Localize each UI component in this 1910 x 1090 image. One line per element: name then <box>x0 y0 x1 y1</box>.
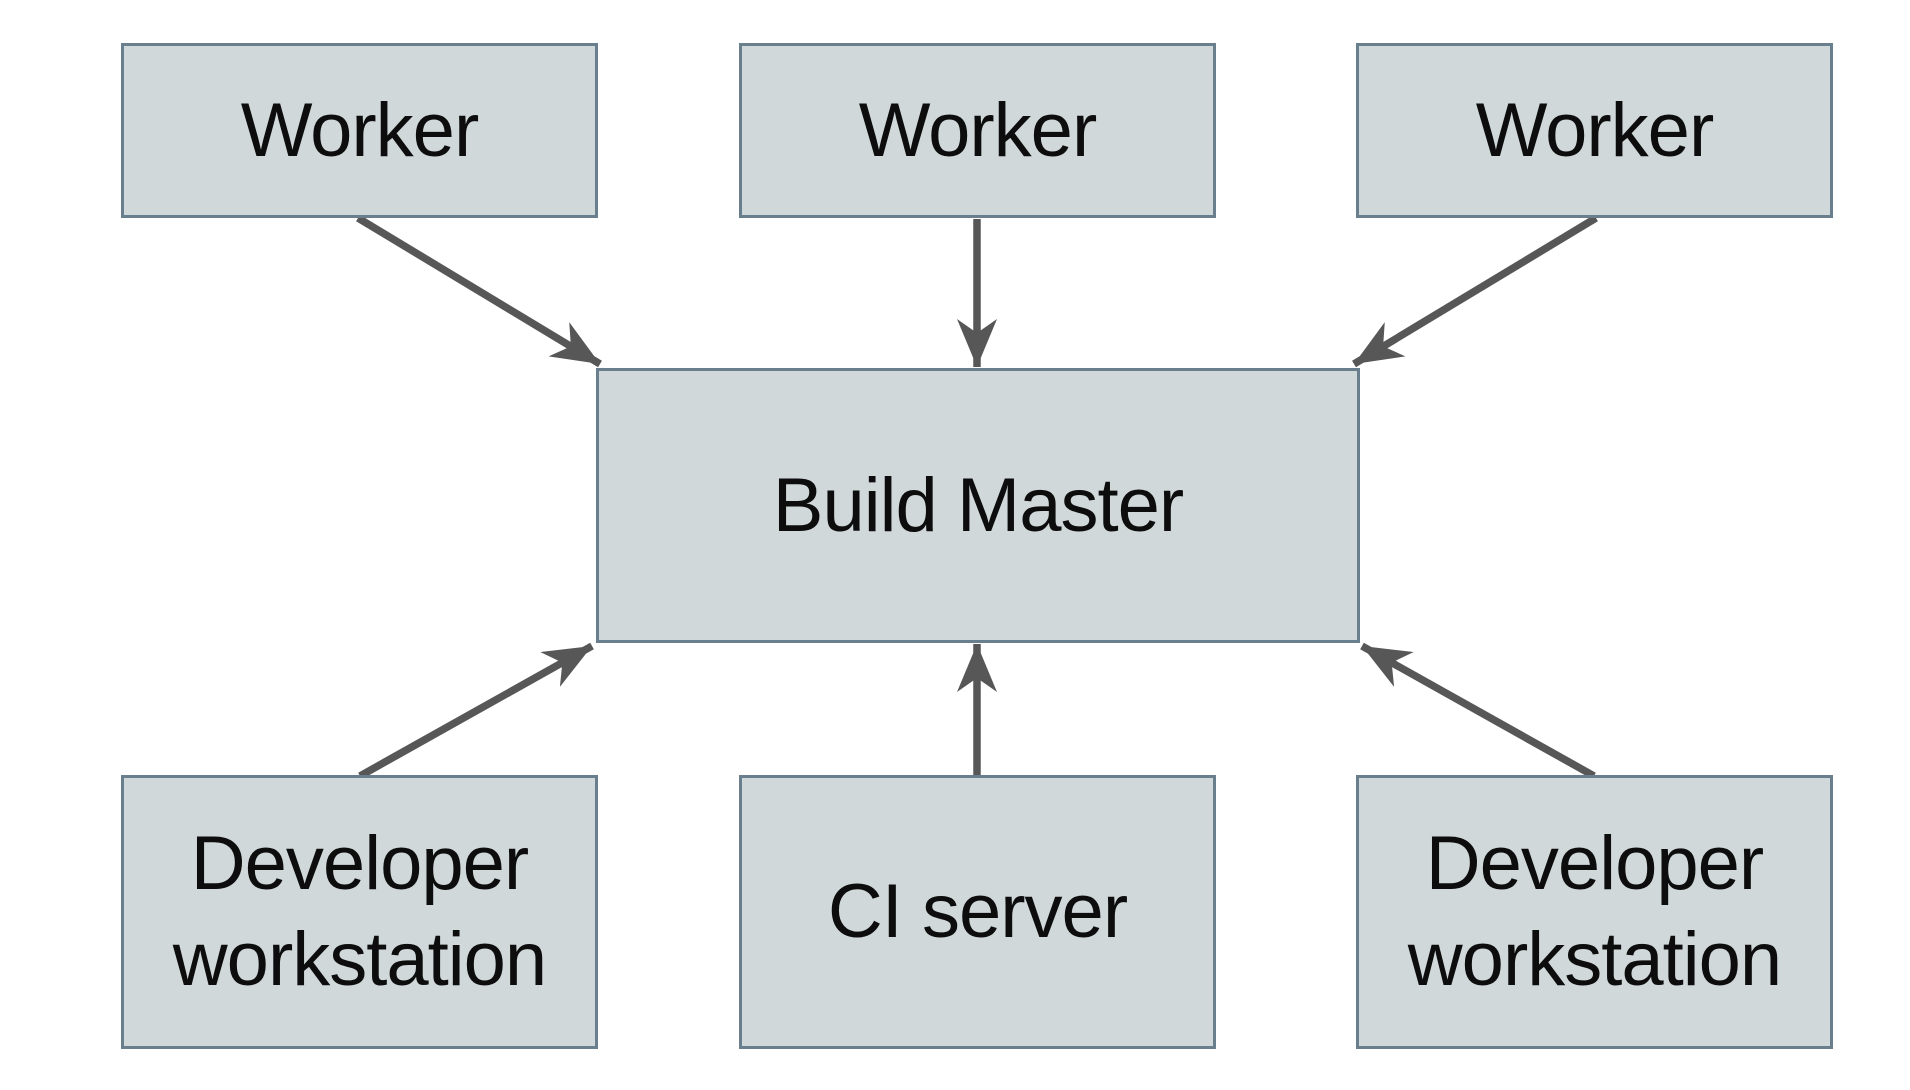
node-developer-workstation-right: Developer workstation <box>1356 775 1833 1049</box>
node-build-master: Build Master <box>596 368 1360 643</box>
arrow-worker3-to-buildmaster <box>1352 214 1598 368</box>
node-developer-workstation-right-label: Developer workstation <box>1407 821 1782 1002</box>
node-developer-workstation-left: Developer workstation <box>121 775 598 1049</box>
node-worker-3-label: Worker <box>1475 87 1715 173</box>
arrow-devright-to-buildmaster <box>1360 642 1596 780</box>
node-build-master-label: Build Master <box>772 462 1184 548</box>
node-worker-1-label: Worker <box>240 87 480 173</box>
node-ci-server-label: CI server <box>827 869 1128 955</box>
node-ci-server: CI server <box>739 775 1216 1049</box>
arrow-worker1-to-buildmaster <box>356 214 602 368</box>
node-worker-3: Worker <box>1356 43 1833 218</box>
arrow-devleft-to-buildmaster <box>358 642 594 780</box>
node-worker-2-label: Worker <box>858 87 1098 173</box>
node-worker-2: Worker <box>739 43 1216 218</box>
node-worker-1: Worker <box>121 43 598 218</box>
node-developer-workstation-left-label: Developer workstation <box>172 821 547 1002</box>
